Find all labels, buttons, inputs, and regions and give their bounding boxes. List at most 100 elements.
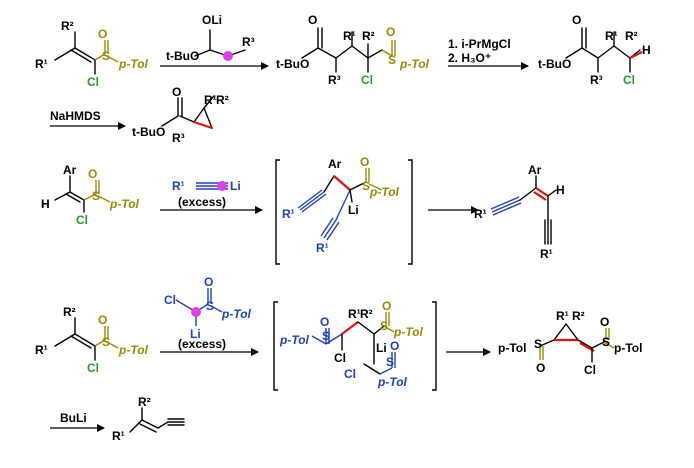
ptol-row2: p-Tol — [109, 197, 140, 211]
step2-reagent-2: 2. H₃O⁺ — [448, 51, 491, 65]
step3-reagent: NaHMDS — [50, 109, 101, 123]
r1-prod-a: R¹ — [474, 207, 487, 221]
ptol-int2-b: p-Tol — [393, 325, 424, 339]
r1-alkyne: R¹ — [172, 179, 185, 193]
r1-p1: R¹ — [343, 29, 356, 43]
ptol-int2-c: p-Tol — [377, 375, 408, 389]
vinyl-sulfoxide-row3: R² R¹ O S p-Tol Cl — [35, 305, 149, 375]
excess-label-1: (excess) — [178, 195, 226, 209]
o-cp: O — [172, 85, 181, 99]
bracket-right-2 — [432, 301, 437, 391]
s-int2-b: S — [380, 319, 388, 333]
o-carbonyl: O — [308, 13, 317, 27]
ptol-prod3-b: p-Tol — [614, 341, 642, 355]
bis-sulfoxide-intermediate: p-Tol O S R¹ R² O S p-Tol Li Cl Cl O S p… — [279, 299, 424, 389]
s-int2-c: S — [386, 355, 394, 369]
carbanion-marker — [191, 307, 201, 317]
enyne-product-row3: R² R¹ — [112, 395, 185, 443]
r1-p2: R¹ — [605, 29, 618, 43]
lithium-enolate-reagent: OLi t-BuO R³ — [166, 13, 255, 63]
sulfur-label: S — [102, 49, 110, 63]
h-p2: H — [642, 43, 651, 57]
s-int: S — [362, 179, 370, 193]
ar-prod: Ar — [528, 163, 542, 177]
h-prod: H — [556, 183, 565, 197]
excess-label-2: (excess) — [178, 337, 226, 351]
r3-p1: R³ — [328, 73, 341, 87]
row1-vinyl-sulfoxide: R² R¹ O S p-Tol Cl — [35, 19, 149, 89]
o-prod3-a: O — [536, 361, 545, 375]
s-reagent: S — [206, 299, 214, 313]
step-buli: BuLi — [60, 411, 87, 425]
oli-label: OLi — [202, 13, 222, 27]
r1-final: R¹ — [112, 429, 125, 443]
nucleophilic-carbon-marker — [223, 51, 233, 61]
tbuo-p2: t-BuO — [538, 57, 571, 71]
li-reagent: Li — [190, 327, 201, 341]
r1-int-b: R¹ — [316, 241, 329, 255]
r1-int-a: R¹ — [282, 207, 295, 221]
h-label: H — [41, 197, 50, 211]
o-reagent: O — [204, 275, 213, 289]
aryl-vinyl-sulfoxide: Ar H O S p-Tol Cl — [41, 163, 140, 227]
tbuo-cp: t-BuO — [132, 125, 165, 139]
cl-r3: Cl — [87, 361, 99, 375]
o-s-p1: O — [386, 25, 395, 39]
r2-prod3: R² — [572, 309, 585, 323]
cl-int2-b: Cl — [344, 367, 356, 381]
chloromethyl-sulfoxide-anion: Cl O S p-Tol Li — [164, 275, 252, 341]
o-r3: O — [98, 313, 107, 327]
s-prod3-b: S — [602, 335, 610, 349]
carbanion-intermediate: Ar O S p-Tol Li R¹ R¹ — [282, 155, 400, 255]
oxygen-label: O — [98, 27, 107, 41]
ptol-int2-a: p-Tol — [279, 333, 310, 347]
o-int2-c: O — [390, 339, 399, 353]
tbuo-label: t-BuO — [166, 49, 199, 63]
cl-reagent: Cl — [164, 293, 176, 307]
r2-p2: R² — [625, 29, 638, 43]
cyclopropane-ester: O t-BuO R¹ R² R³ — [132, 85, 229, 145]
chloro-label: Cl — [87, 75, 99, 89]
o-row2: O — [88, 167, 97, 181]
r1-cp: R¹ — [204, 93, 217, 107]
cl-row2: Cl — [76, 213, 88, 227]
o-prod3-b: O — [600, 315, 609, 329]
s-row2: S — [92, 189, 100, 203]
r1-r3: R¹ — [35, 343, 48, 357]
o-int: O — [360, 155, 369, 169]
r2-label: R² — [61, 19, 74, 33]
step2-reagent-1: 1. i-PrMgCl — [448, 37, 511, 51]
li-alkyne: Li — [230, 179, 241, 193]
r2-p1: R² — [362, 29, 375, 43]
ptol-reagent: p-Tol — [221, 307, 252, 321]
ar-int: Ar — [328, 157, 342, 171]
alkyne-marker — [217, 181, 227, 191]
bracket-left-1 — [275, 159, 280, 265]
r1-int2: R¹ — [348, 307, 361, 321]
s-p1: S — [388, 53, 396, 67]
o-int2-b: O — [382, 299, 391, 313]
alkynyl-lithium-reagent: R¹ Li — [172, 179, 241, 193]
bracket-right-1 — [408, 159, 413, 265]
r2-r3: R² — [63, 305, 76, 319]
bracket-left-2 — [273, 301, 278, 391]
cl-p2: Cl — [623, 73, 635, 87]
o-int2-a: O — [320, 315, 329, 329]
ptol-r3: p-Tol — [118, 343, 149, 357]
r1-prod3: R¹ — [556, 309, 569, 323]
r2-int2: R² — [360, 307, 373, 321]
s-int2-a: S — [322, 329, 330, 343]
r1-label: R¹ — [35, 57, 48, 71]
r2-final: R² — [138, 395, 151, 409]
li-int: Li — [348, 203, 359, 217]
s-prod3-a: S — [534, 337, 542, 351]
r1-prod-b: R¹ — [540, 247, 553, 261]
tbuo-1: t-BuO — [276, 57, 309, 71]
o-p2: O — [572, 13, 581, 27]
r3-label: R³ — [242, 35, 255, 49]
cl-prod3: Cl — [584, 363, 596, 377]
ptol-prod3-a: p-Tol — [498, 341, 526, 355]
reduction-product: O t-BuO R¹ R² H R³ Cl — [538, 13, 651, 87]
cl-int2-a: Cl — [334, 351, 346, 365]
